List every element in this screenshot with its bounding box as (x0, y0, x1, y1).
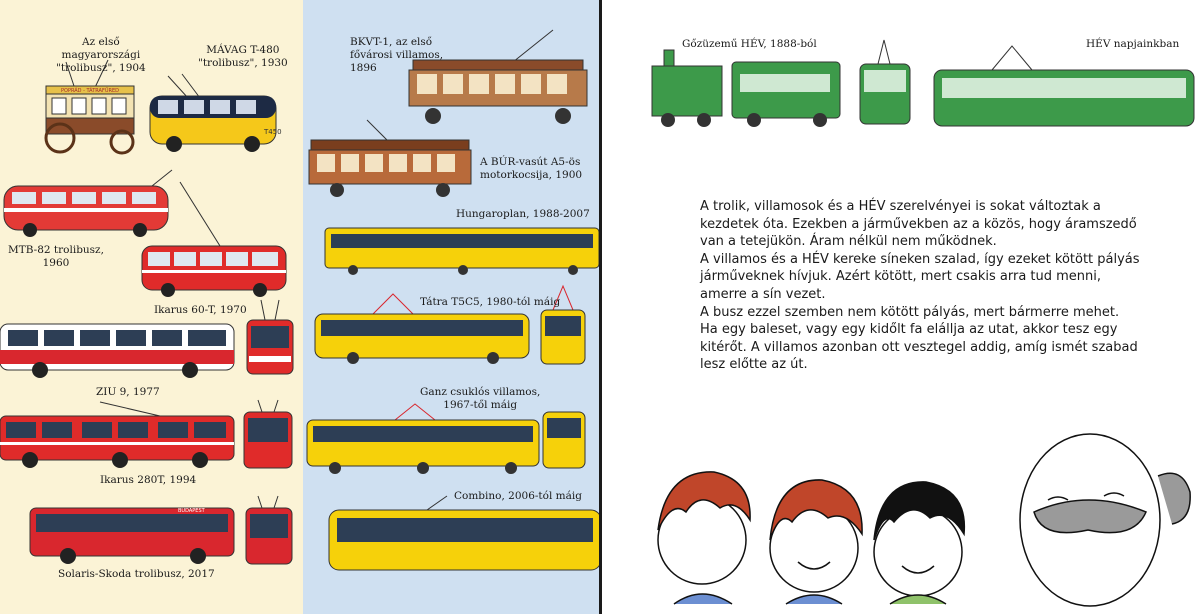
child-red-hair-middle (769, 479, 863, 605)
mavag-trolleybus-illustration: T450 (149, 73, 282, 152)
ikarus60t-illustration (141, 181, 287, 297)
mavag-plate: T450 (263, 128, 282, 136)
caption-ikarus280t: Ikarus 280T, 1994 (100, 474, 197, 486)
story-paragraph: A trolik, villamosok és a HÉV szerelvény… (700, 199, 1137, 250)
tatra-front-illustration (540, 284, 586, 365)
bur-tram-illustration (308, 119, 472, 197)
caption-hungaroplan: Hungaroplan, 1988-2007 (456, 208, 590, 220)
caption-bkvt1: BKVT-1, az első fővárosi villamos, 1896 (350, 36, 444, 74)
caption-first-trolleybus: Az első magyarországi "trolibusz", 1904 (56, 36, 146, 74)
tatra-illustration (314, 293, 530, 364)
combino-illustration (328, 495, 599, 571)
caption-mtb82: MTB-82 trolibusz, 1960 (8, 244, 104, 269)
caption-solaris: Solaris-Skoda trolibusz, 2017 (58, 568, 215, 580)
solaris-trolleybus-illustration: BUDAPEST (29, 507, 235, 564)
story-paragraph: A villamos és a HÉV kereke síneken szala… (700, 251, 1140, 302)
caption-ziu9: ZIU 9, 1977 (96, 386, 160, 398)
tram-history-panel (303, 0, 599, 614)
bkvt1-illustration (408, 29, 588, 124)
story-panel: A trolik, villamosok és a HÉV szerelvény… (602, 0, 1200, 614)
solaris-front-illustration (245, 495, 293, 565)
story-text: A trolik, villamosok és a HÉV szerelvény… (700, 198, 1140, 374)
caption-ganz: Ganz csuklós villamos, 1967-től máig (420, 386, 541, 411)
book-spine (599, 0, 602, 614)
caption-steam-hev: Gőzüzemű HÉV, 1888-ból (682, 38, 817, 50)
first-trolleybus-plate: POPRÁD - TÁTRAFÜRED (61, 87, 119, 94)
modern-hev-illustration (933, 45, 1195, 127)
trolleybus-history-panel: POPRÁD - TÁTRAFÜRED T450 (0, 0, 303, 614)
ziu9-front-illustration (246, 299, 294, 375)
caption-modern-hev: HÉV napjainkban (1086, 38, 1180, 50)
caption-bur: A BÚR-vasút A5-ös motorkocsija, 1900 (480, 156, 583, 181)
solaris-plate: BUDAPEST (178, 508, 206, 514)
mtb82-trolleybus-illustration (3, 169, 173, 237)
ikarus280t-front-illustration (243, 399, 293, 469)
child-red-hair-left (657, 471, 751, 605)
caption-combino: Combino, 2006-tól máig (454, 490, 582, 502)
caption-ikarus60t: Ikarus 60-T, 1970 (154, 304, 247, 316)
ikarus280t-illustration (0, 401, 235, 468)
grandfather (1019, 433, 1191, 607)
ganz-front-illustration (542, 411, 586, 469)
modern-hev-front-illustration (859, 39, 911, 125)
first-trolleybus-illustration: POPRÁD - TÁTRAFÜRED (44, 59, 135, 155)
child-dark-hair (873, 481, 966, 605)
ziu9-illustration (0, 323, 235, 378)
children-and-grandfather-illustration (657, 433, 1191, 607)
steam-hev-illustration (651, 49, 841, 127)
hungaroplan-illustration (324, 227, 599, 275)
story-paragraph: A busz ezzel szemben nem kötött pályás, … (700, 304, 1138, 373)
ganz-illustration (306, 403, 540, 474)
caption-mavag: MÁVAG T-480 "trolibusz", 1930 (198, 44, 288, 69)
caption-tatra: Tátra T5C5, 1980-tól máig (420, 296, 561, 308)
